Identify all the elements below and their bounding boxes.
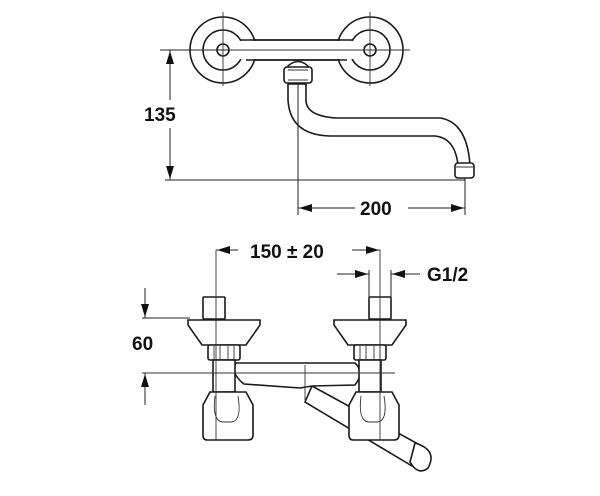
dimension-thread-g12: G1/2: [427, 265, 468, 286]
aerator: [454, 162, 475, 179]
dimension-height-135: 135: [144, 105, 176, 126]
dimension-center-distance: 150 ± 20: [250, 242, 324, 263]
spout: [287, 83, 471, 166]
dimension-reach-200: 200: [360, 199, 392, 220]
front-body-tube: [233, 362, 361, 389]
top-view: 135 200: [144, 12, 475, 220]
spout-swivel-nut: [283, 60, 313, 84]
front-view: 150 ± 20 G1/2 60: [132, 242, 468, 472]
dimension-height-60: 60: [132, 334, 153, 355]
right-valve: [333, 296, 407, 441]
